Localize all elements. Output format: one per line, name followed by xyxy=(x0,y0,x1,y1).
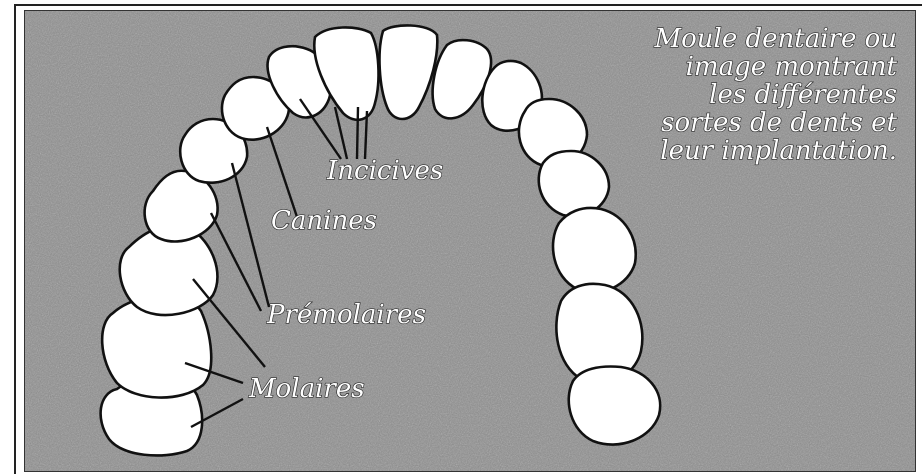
label-incisives: Incicives xyxy=(326,156,443,186)
title-line-4: sortes de dents et xyxy=(661,108,897,138)
diagram-board: Incicives Canines Prémolaires Molaires M… xyxy=(24,10,916,472)
dental-arch-diagram: Incicives Canines Prémolaires Molaires M… xyxy=(25,11,915,471)
leader-incisor-3 xyxy=(357,107,358,159)
label-canines: Canines xyxy=(271,206,377,236)
title-line-5: leur implantation. xyxy=(660,136,897,166)
label-premolaires: Prémolaires xyxy=(266,300,426,330)
label-molaires: Molaires xyxy=(248,374,365,404)
tooth-right-premolar-2 xyxy=(539,151,609,216)
title-line-2: image montrant xyxy=(686,52,898,82)
title-line-3: les différentes xyxy=(709,80,897,110)
tooth-right-molar-1 xyxy=(553,208,636,292)
tooth-right-molar-3 xyxy=(569,367,660,445)
title-line-1: Moule dentaire ou xyxy=(653,24,897,54)
